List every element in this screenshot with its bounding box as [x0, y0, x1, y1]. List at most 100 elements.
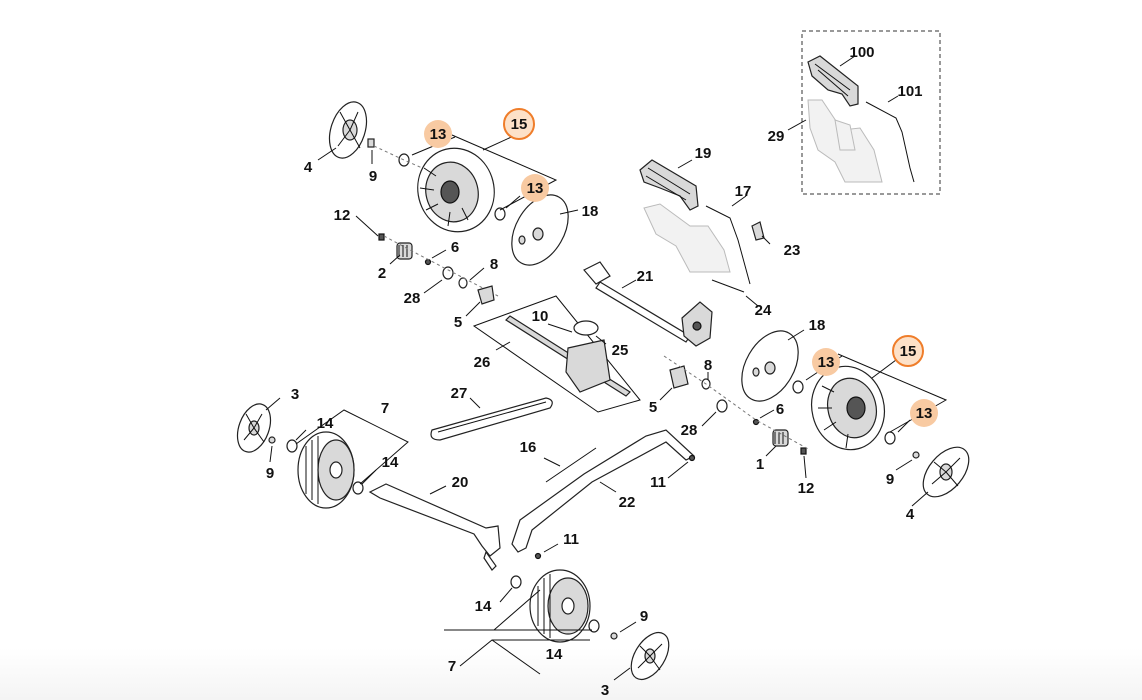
- callout-label: 26: [474, 354, 491, 371]
- part-6-upper: [424, 258, 432, 266]
- part-12-right: [800, 447, 807, 455]
- callout-label: 11: [563, 531, 579, 548]
- callout-label: 8: [704, 357, 712, 374]
- callout-label: 14: [475, 598, 492, 615]
- inset-frame: [801, 30, 941, 195]
- callout-label: 4: [304, 159, 313, 176]
- part-14-washer-c: [510, 575, 522, 589]
- callout-label: 18: [582, 203, 599, 220]
- callout-13-highlight-c: [812, 348, 840, 376]
- callout-label: 13: [430, 126, 447, 143]
- callout-label: 16: [520, 439, 537, 456]
- callout-label: 5: [454, 314, 462, 331]
- part-24-rod: [711, 279, 745, 293]
- callout-13-highlight-b: [521, 174, 549, 202]
- part-29-ghost: [807, 99, 883, 183]
- part-20-axle: [368, 483, 501, 571]
- part-18-disc-upper: [511, 194, 569, 266]
- part-18-disc-right: [741, 330, 799, 402]
- part-14-washer-a: [286, 439, 298, 453]
- callout-13-highlight-a: [424, 120, 452, 148]
- callout-label: 10: [532, 308, 549, 325]
- part-12-upper: [378, 233, 385, 241]
- part-3-hubcap-lower: [630, 631, 670, 681]
- callout-label: 28: [681, 422, 698, 439]
- part-101-rod: [865, 101, 915, 183]
- callout-label: 14: [317, 415, 334, 432]
- callout-label: 7: [381, 400, 389, 417]
- part-9-lower: [610, 632, 618, 640]
- callout-label: 29: [768, 128, 785, 145]
- callout-label: 5: [649, 399, 657, 416]
- callout-label: 1: [756, 456, 764, 473]
- callout-label: 13: [527, 180, 544, 197]
- part-27-belt: [430, 397, 553, 441]
- callout-label: 9: [266, 465, 274, 482]
- part-5-right: [669, 365, 689, 389]
- callout-label: 18: [809, 317, 826, 334]
- callout-label: 21: [637, 268, 654, 285]
- callout-label: 15: [900, 343, 917, 360]
- callout-15-highlight-b: [892, 335, 924, 367]
- callout-label: 22: [619, 494, 636, 511]
- part-21-axle: [583, 261, 691, 343]
- callout-label: 9: [369, 168, 377, 185]
- part-9-right: [912, 451, 920, 459]
- callout-label: 6: [776, 401, 784, 418]
- callout-label: 24: [755, 302, 772, 319]
- part-4-hubcap-upper: [328, 101, 368, 159]
- part-26-outline: [472, 295, 641, 413]
- part-6-right: [752, 418, 760, 426]
- callout-label: 9: [640, 608, 648, 625]
- callout-label: 2: [378, 265, 386, 282]
- callout-label: 28: [404, 290, 421, 307]
- part-22-lever: [511, 429, 696, 553]
- part-11-upper: [688, 454, 696, 462]
- part-14-washer-b: [352, 481, 364, 495]
- callout-label: 11: [650, 474, 666, 491]
- part-15-drive-wheel-upper: [417, 147, 495, 233]
- part-11-lower: [534, 552, 542, 560]
- part-2-gear: [396, 242, 413, 260]
- bottom-band: [0, 648, 1142, 700]
- part-handle-ghost: [643, 203, 731, 273]
- callout-label: 15: [511, 116, 528, 133]
- callout-label: 25: [612, 342, 629, 359]
- callout-label: 13: [818, 354, 835, 371]
- callout-label: 23: [784, 242, 801, 259]
- part-7-wheel-left: [297, 431, 355, 509]
- part-9-left: [268, 436, 276, 444]
- part-100: [807, 55, 859, 107]
- part-13-washer-b: [494, 207, 506, 221]
- callout-label: 100: [849, 44, 874, 61]
- part-17-rod: [705, 205, 751, 285]
- callout-label: 9: [886, 471, 894, 488]
- part-16-spring: [545, 447, 597, 483]
- callout-label: 3: [291, 386, 299, 403]
- callout-label: 17: [735, 183, 752, 200]
- part-1-gear: [772, 429, 789, 447]
- part-7-wheel-lower: [529, 569, 591, 643]
- callout-15-highlight-a: [503, 108, 535, 140]
- callout-label: 8: [490, 256, 498, 273]
- part-28-upper: [442, 266, 454, 280]
- part-3-hubcap-left: [236, 403, 272, 453]
- part-23-spring: [751, 221, 765, 241]
- part-13-washer-c: [792, 380, 804, 394]
- part-13-washer-d: [884, 431, 896, 445]
- callout-13-highlight-d: [910, 399, 938, 427]
- part-drive-housing-right: [681, 301, 713, 347]
- callout-label: 20: [452, 474, 469, 491]
- part-19: [639, 159, 699, 211]
- callout-label: 6: [451, 239, 459, 256]
- part-25-gearbox: [565, 320, 611, 393]
- callout-label: 7: [448, 658, 456, 675]
- part-9-upper: [367, 138, 375, 148]
- part-5-upper: [477, 285, 495, 305]
- part-14-washer-d: [588, 619, 600, 633]
- callout-label: 14: [546, 646, 563, 663]
- callout-label: 12: [798, 480, 815, 497]
- part-15-drive-wheel-right: [811, 365, 885, 451]
- callout-label: 19: [695, 145, 712, 162]
- part-4-hubcap-right: [922, 446, 970, 498]
